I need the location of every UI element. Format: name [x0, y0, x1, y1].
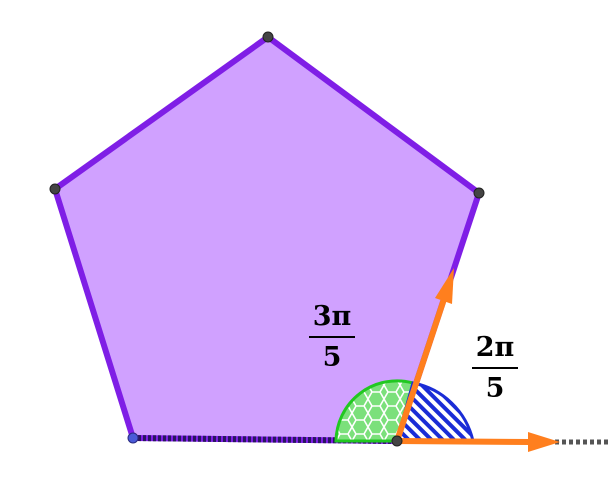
base-vertex-point[interactable]: [127, 432, 139, 444]
interior-angle-label: 3π 5: [309, 302, 355, 373]
interior-angle-denominator: 5: [322, 342, 342, 373]
base-direction-arrow-head: [528, 432, 560, 452]
exterior-angle-numerator: 2π: [475, 332, 515, 363]
fraction-bar: [309, 336, 355, 338]
edge-direction-arrow-shaft: [394, 295, 448, 442]
exterior-angle-label: 2π 5: [472, 333, 518, 404]
vertex-point[interactable]: [391, 435, 403, 447]
vertex-point[interactable]: [49, 183, 61, 195]
direction-arrows: [394, 268, 560, 452]
base-direction-arrow-shaft: [396, 438, 531, 445]
vertex-point[interactable]: [262, 31, 274, 43]
fraction-bar: [472, 367, 518, 369]
interior-angle-sector: [334, 379, 415, 443]
pentagon-vertices: [49, 31, 485, 447]
edge-direction-arrow-head: [435, 268, 454, 304]
exterior-angle-denominator: 5: [485, 373, 505, 404]
vertex-point[interactable]: [473, 187, 485, 199]
interior-angle-numerator: 3π: [312, 301, 352, 332]
